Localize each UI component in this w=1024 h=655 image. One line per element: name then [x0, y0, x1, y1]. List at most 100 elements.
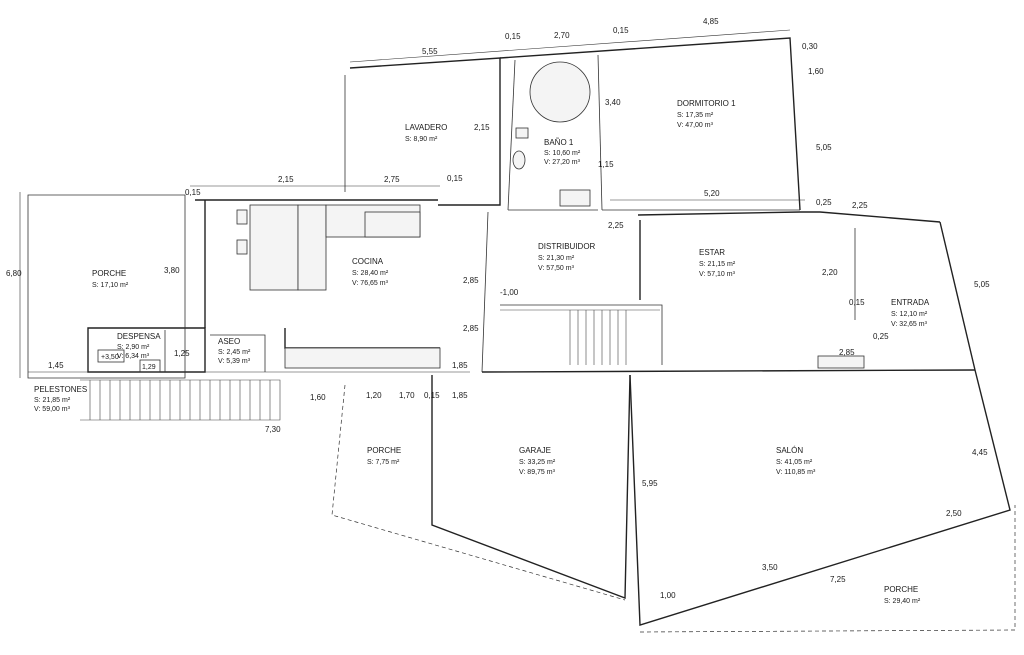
room-name: DORMITORIO 1 [677, 99, 736, 108]
dimension-label: 1,25 [174, 349, 190, 358]
sink-icon [515, 127, 529, 139]
room-area: S: 41,05 m² [776, 459, 813, 466]
porche-oeste-outline [27, 194, 186, 379]
room-area: S: 33,25 m² [519, 459, 556, 466]
room-area: S: 21,85 m² [34, 397, 71, 404]
porches [27, 194, 1016, 633]
dimension-label: 6,80 [6, 269, 22, 278]
room-area: S: 10,60 m² [544, 150, 581, 157]
stair-pelestones [80, 379, 281, 421]
stairs [80, 309, 660, 421]
room-cocina: COCINA S: 28,40 m² V: 76,65 m³ [352, 257, 389, 287]
room-pelestones: PELESTONES S: 21,85 m² V: 59,00 m³ [34, 385, 87, 413]
wall-distribuidor-left [481, 211, 489, 373]
bench-seat [284, 347, 441, 369]
dimension-label: 2,15 [474, 123, 490, 132]
wall-garaje [431, 374, 631, 600]
room-name: ASEO [218, 337, 240, 346]
room-despensa: DESPENSA S: 2,90 m² V: 6,34 m³ [117, 332, 161, 360]
kitchen-counter [249, 204, 299, 291]
dimension-label: 0,15 [447, 174, 463, 183]
room-area: S: 12,10 m² [891, 311, 928, 318]
room-volume: V: 27,20 m³ [544, 159, 581, 166]
dimension-label: 2,25 [852, 201, 868, 210]
room-entrada: ENTRADA S: 12,10 m² V: 32,65 m³ [891, 298, 930, 328]
porche-central-outline [331, 384, 626, 601]
wall-mid-south [481, 369, 976, 373]
dimension-label: 0,15 [613, 26, 629, 35]
room-lavadero: LAVADERO S: 8,90 m² [405, 123, 447, 143]
toilet-icon [512, 150, 526, 170]
level-label: 1,29 [142, 364, 156, 371]
wall-salon [629, 369, 1011, 626]
wall-bath-right [597, 54, 603, 211]
room-name: LAVADERO [405, 123, 447, 132]
wall-aseo [210, 334, 266, 372]
room-volume: V: 110,85 m³ [776, 469, 816, 476]
salon-table [817, 355, 865, 369]
dimension-label: 0,15 [505, 32, 521, 41]
bath-cabinet [559, 189, 591, 207]
wall-east [939, 221, 976, 371]
room-area: S: 2,90 m² [117, 344, 150, 351]
room-name: ENTRADA [891, 298, 930, 307]
room-area: S: 17,10 m² [92, 282, 129, 289]
furniture [236, 61, 865, 369]
dimension-label: 2,25 [608, 221, 624, 230]
dimension-label: 2,85 [463, 324, 479, 333]
level-markers: +3,50 1,29 [97, 349, 161, 373]
wall-lavadero [349, 57, 501, 206]
room-area: S: 7,75 m² [367, 459, 400, 466]
dimension-label: 0,30 [802, 42, 818, 51]
room-name: COCINA [352, 257, 384, 266]
dimension-label: 1,85 [452, 361, 468, 370]
room-name: PORCHE [367, 446, 401, 455]
room-porche-central: PORCHE S: 7,75 m² [367, 446, 401, 466]
room-estar: ESTAR S: 21,15 m² V: 57,10 m³ [699, 248, 736, 278]
shower-icon [529, 61, 591, 123]
wall-top-north [499, 37, 801, 211]
walls [87, 37, 1011, 626]
room-name: ESTAR [699, 248, 725, 257]
dimension-label: 2,50 [946, 509, 962, 518]
level-box [97, 349, 125, 363]
room-labels: LAVADERO S: 8,90 m² BAÑO 1 S: 10,60 m² V… [34, 99, 930, 605]
room-area: S: 29,40 m² [884, 598, 921, 605]
dimension-label: -1,00 [500, 288, 519, 297]
room-porche-oeste: PORCHE S: 17,10 m² [92, 269, 129, 289]
dimline-top [349, 29, 791, 63]
room-dormitorio1: DORMITORIO 1 S: 17,35 m² V: 47,00 m³ [677, 99, 736, 129]
room-distribuidor: DISTRIBUIDOR S: 21,30 m² V: 57,50 m³ [538, 242, 596, 272]
dimension-label: 1,60 [808, 67, 824, 76]
dimension-label: 2,70 [554, 31, 570, 40]
dimension-label: 4,45 [972, 448, 988, 457]
room-name: DESPENSA [117, 332, 161, 341]
dimension-label: 5,55 [422, 47, 438, 56]
room-volume: V: 89,75 m³ [519, 469, 556, 476]
room-name: GARAJE [519, 446, 551, 455]
room-area: S: 21,30 m² [538, 255, 575, 262]
room-name: DISTRIBUIDOR [538, 242, 596, 251]
dimension-label: 7,25 [830, 575, 846, 584]
room-name: PELESTONES [34, 385, 87, 394]
room-volume: V: 57,10 m³ [699, 271, 736, 278]
dimension-labels: 5,55 0,15 2,70 0,15 4,85 0,30 1,60 3,40 … [6, 17, 990, 600]
dimension-label: 4,85 [703, 17, 719, 26]
dimension-label: 3,80 [164, 266, 180, 275]
dimension-label: 0,15 [185, 188, 201, 197]
kitchen-island [297, 204, 327, 291]
room-volume: V: 5,39 m³ [218, 358, 251, 365]
dimension-label: 1,00 [660, 591, 676, 600]
dimension-label: 0,15 [849, 298, 865, 307]
room-area: S: 28,40 m² [352, 270, 389, 277]
dimension-label: 2,85 [463, 276, 479, 285]
dimension-label: 1,15 [598, 160, 614, 169]
room-area: S: 21,15 m² [699, 261, 736, 268]
dimension-label: 5,95 [642, 479, 658, 488]
porche-sur-outline [639, 505, 1016, 633]
dimension-label: 1,45 [48, 361, 64, 370]
room-area: S: 8,90 m² [405, 136, 438, 143]
dimension-label: 2,75 [384, 175, 400, 184]
room-area: S: 17,35 m² [677, 112, 714, 119]
wall-cocina-bottom [284, 328, 440, 349]
